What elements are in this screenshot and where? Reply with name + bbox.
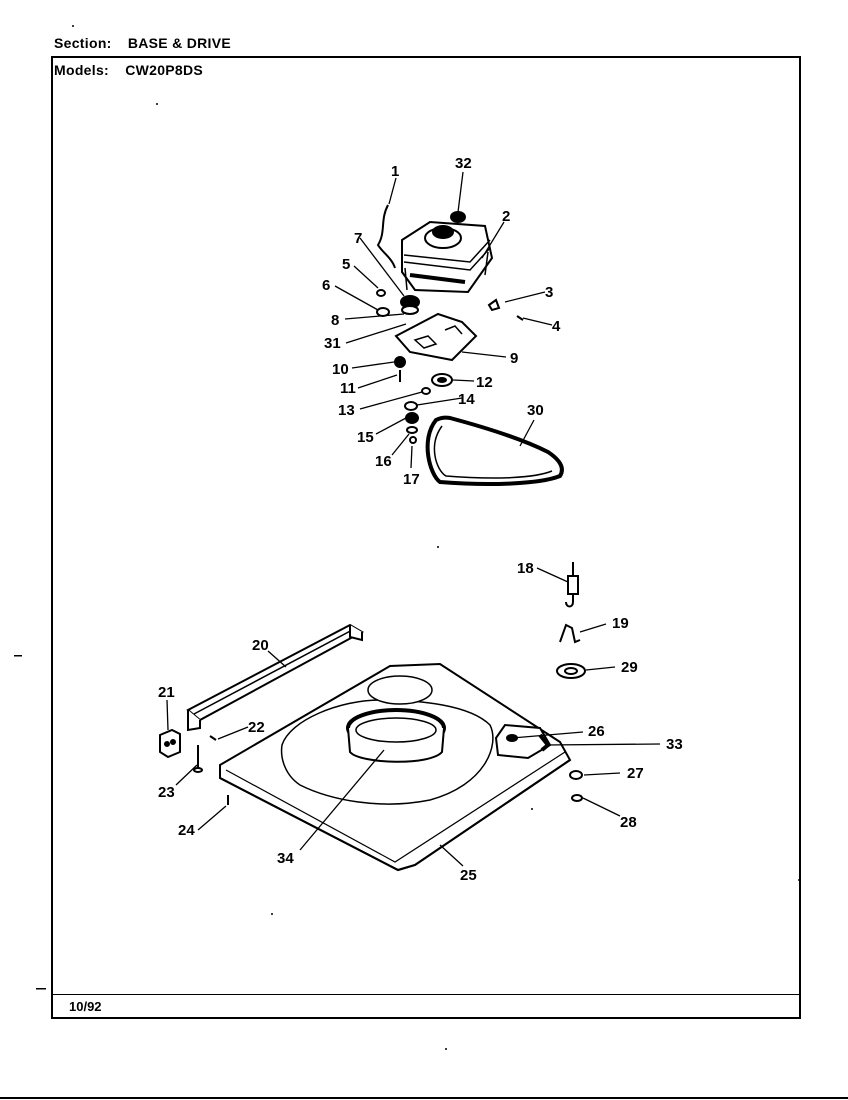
callout-24: 24 [178, 822, 195, 839]
callout-17: 17 [403, 471, 420, 488]
callout-11: 11 [340, 380, 356, 397]
callout-30: 30 [527, 402, 544, 419]
leader-lines [166, 171, 661, 867]
callout-28: 28 [620, 814, 637, 831]
callout-15: 15 [357, 429, 374, 446]
washer-part [376, 289, 386, 297]
motor-bracket-part [394, 312, 478, 362]
nut-part [405, 412, 419, 424]
callout-16: 16 [375, 453, 392, 470]
wire-part [376, 204, 396, 269]
nut-part [394, 356, 406, 368]
callout-5: 5 [342, 256, 350, 273]
callout-2: 2 [502, 208, 510, 225]
callout-32: 32 [455, 155, 472, 172]
callout-34: 34 [277, 850, 294, 867]
block-part [159, 728, 181, 759]
bottom-rule [0, 1097, 848, 1099]
tub-ring-part [346, 708, 446, 763]
callout-labels: 1 32 2 3 4 5 6 7 8 31 9 10 11 12 13 14 1… [158, 155, 683, 884]
grommet-part [569, 770, 583, 780]
callout-4: 4 [552, 318, 561, 335]
callout-29: 29 [621, 659, 638, 676]
callout-3: 3 [545, 284, 553, 301]
callout-1: 1 [391, 163, 399, 180]
clip-part [559, 623, 581, 644]
bolt-part [193, 745, 203, 773]
washer-part [406, 426, 418, 434]
callout-18: 18 [517, 560, 534, 577]
motor-part [401, 211, 494, 294]
spring-part [565, 562, 579, 608]
callout-7: 7 [354, 230, 362, 247]
callout-9: 9 [510, 350, 518, 367]
callout-12: 12 [476, 374, 493, 391]
footer-date: 10/92 [69, 999, 102, 1014]
screw-part [516, 315, 524, 321]
section-value: BASE & DRIVE [127, 35, 232, 51]
callout-26: 26 [588, 723, 605, 740]
callout-8: 8 [331, 312, 339, 329]
callout-25: 25 [460, 867, 477, 884]
models-header: Models: CW20P8DS [54, 62, 203, 78]
diagram-frame: 10/92 [51, 56, 801, 1019]
callout-14: 14 [458, 391, 475, 408]
callout-19: 19 [612, 615, 629, 632]
base-part [219, 662, 572, 872]
pin-part [209, 735, 217, 741]
callout-6: 6 [322, 277, 330, 294]
callout-22: 22 [248, 719, 265, 736]
callout-27: 27 [627, 765, 644, 782]
section-header: Section: BASE & DRIVE [54, 35, 231, 51]
washer-part [404, 401, 418, 411]
scan-specks [14, 25, 800, 1050]
pulley-part [400, 295, 420, 315]
washer-part [409, 436, 417, 444]
callout-33: 33 [666, 736, 683, 753]
callout-31: 31 [324, 335, 341, 352]
callout-10: 10 [332, 361, 349, 378]
callout-20: 20 [252, 637, 269, 654]
models-key: Models: [54, 62, 109, 78]
washer-part [421, 387, 431, 395]
callout-23: 23 [158, 784, 175, 801]
section-key: Section: [54, 35, 112, 51]
footer-bar: 10/92 [53, 994, 799, 1017]
callout-13: 13 [338, 402, 355, 419]
belt-part [425, 415, 564, 486]
rail-part [186, 623, 365, 732]
washer-part [571, 794, 583, 802]
callout-21: 21 [158, 684, 175, 701]
models-value: CW20P8DS [125, 62, 204, 78]
washer-part [556, 663, 586, 679]
clip-part [487, 298, 501, 312]
